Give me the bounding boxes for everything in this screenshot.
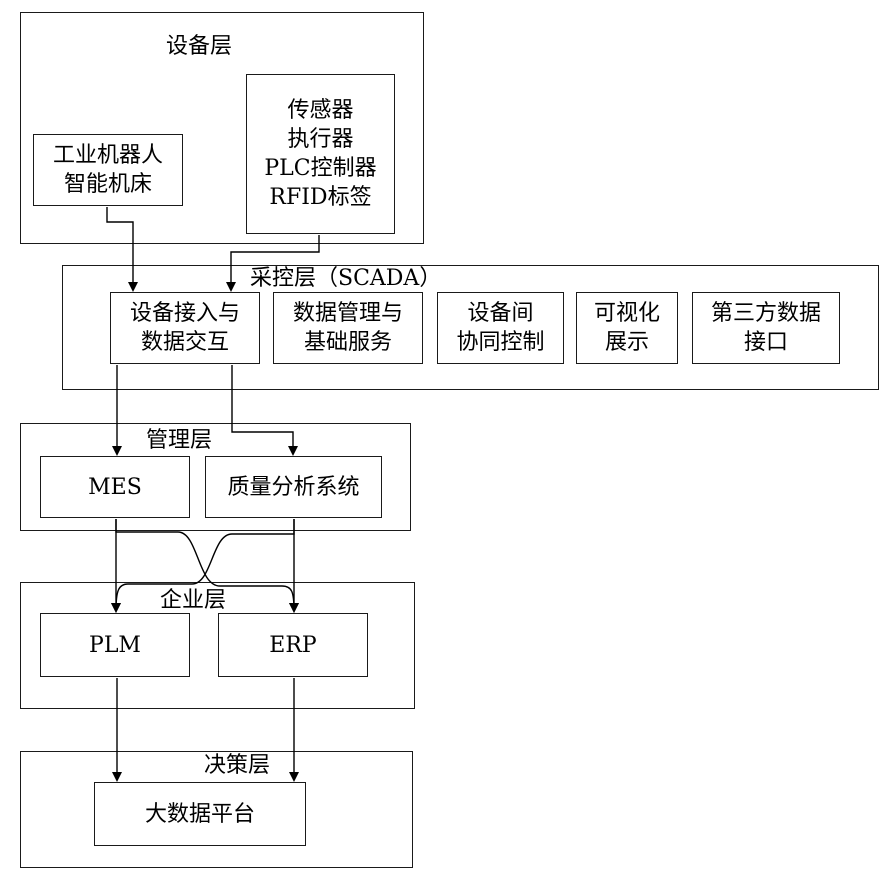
scada-node-line1: 第三方数据: [710, 301, 821, 326]
bigdata-platform-node: 大数据平台: [94, 782, 306, 846]
sensor-node-line2: 执行器: [287, 127, 354, 152]
scada-layer-title: 采控层（SCADA）: [250, 266, 442, 291]
sensor-node-line1: 传感器: [287, 98, 354, 123]
robot-node-line1: 工业机器人: [52, 143, 163, 168]
scada-node-visualization: 可视化 展示: [576, 292, 678, 364]
scada-node-line2: 展示: [604, 330, 649, 355]
scada-node-line2: 基础服务: [303, 330, 392, 355]
scada-node-line1: 设备接入与: [129, 301, 240, 326]
scada-node-line2: 接口: [743, 330, 788, 355]
sensor-node-line4: RFID标签: [269, 185, 372, 210]
mes-node-label: MES: [88, 474, 142, 500]
mes-node: MES: [40, 456, 190, 518]
quality-node-label: 质量分析系统: [227, 474, 360, 500]
erp-node-label: ERP: [269, 632, 317, 658]
enterprise-layer-title: 企业层: [160, 588, 227, 613]
quality-analysis-node: 质量分析系统: [205, 456, 382, 518]
sensor-node: 传感器 执行器 PLC控制器 RFID标签: [246, 74, 395, 234]
scada-node-line1: 数据管理与: [292, 301, 403, 326]
device-layer-title: 设备层: [166, 34, 233, 59]
erp-node: ERP: [218, 613, 368, 677]
scada-node-line2: 数据交互: [140, 330, 229, 355]
scada-node-device-access: 设备接入与 数据交互: [110, 292, 260, 364]
plm-node: PLM: [40, 613, 190, 677]
scada-node-line1: 可视化: [593, 301, 660, 326]
bigdata-node-label: 大数据平台: [144, 801, 255, 827]
sensor-node-line3: PLC控制器: [264, 156, 377, 181]
scada-node-data-management: 数据管理与 基础服务: [273, 292, 423, 364]
robot-node-line2: 智能机床: [63, 172, 152, 197]
plm-node-label: PLM: [89, 632, 141, 658]
scada-node-line2: 协同控制: [456, 330, 545, 355]
decision-layer-title: 决策层: [204, 753, 271, 778]
management-layer-title: 管理层: [146, 428, 213, 453]
scada-node-cooperative-control: 设备间 协同控制: [437, 292, 564, 364]
scada-node-line1: 设备间: [467, 301, 534, 326]
scada-node-third-party-interface: 第三方数据 接口: [692, 292, 840, 364]
industrial-robot-node: 工业机器人 智能机床: [33, 134, 183, 206]
